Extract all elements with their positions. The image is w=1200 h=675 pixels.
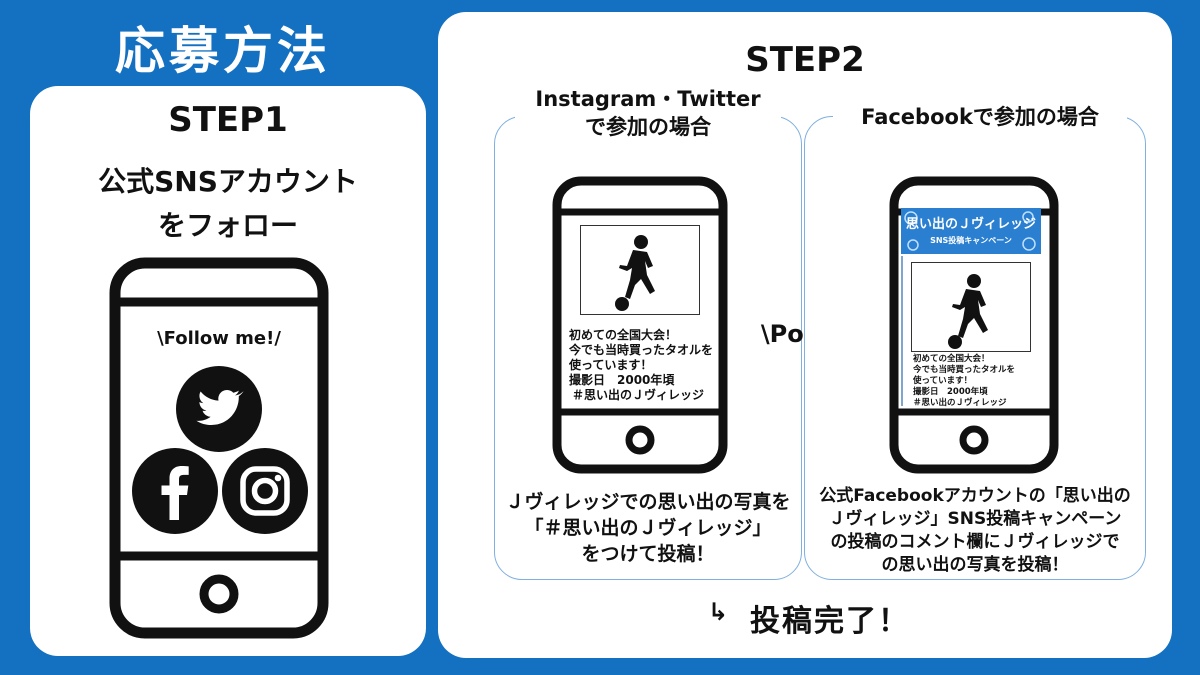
post-caption: 初めての全国大会！ 今でも当時買ったタオルを 使っています！ 撮影日 2000年… [569,328,714,402]
facebook-title: Facebookで参加の場合 [833,103,1127,131]
instagram-twitter-panel: Instagram・Twitter で参加の場合 初めての全国大会！ 今でも当時… [494,85,802,580]
done-text: 投稿完了！ [750,604,910,639]
follow-me-label: \Follow me!/ [157,328,281,349]
soccer-player-silhouette-small [948,274,988,349]
banner-subtitle: SNS投稿キャンペーン [930,236,1012,245]
soccer-player-silhouette [615,235,655,311]
step2-card: STEP2 Instagram・Twitter で参加の場合 初めての全国大会！… [438,12,1172,658]
step1-label: STEP1 [168,100,288,140]
banner-title: 思い出のＪヴィレッジ [905,217,1036,232]
page-title: 応募方法 [115,22,331,80]
comment-thread-line [901,256,903,406]
step1-text-line1: 公式SNSアカウント [98,165,358,198]
campaign-banner: 思い出のＪヴィレッジ SNS投稿キャンペーン [901,208,1041,254]
facebook-panel: Facebookで参加の場合 思い出のＪヴィレッジ SNS投稿キャンペーン [804,103,1146,580]
done-arrow: ↳ [708,598,729,626]
instagram-twitter-instructions: Ｊヴィレッジでの思い出の写真を 「＃思い出のＪヴィレッジ」 をつけて投稿！ [505,491,791,565]
instagram-icon[interactable] [222,448,308,534]
post-photo [580,225,700,315]
facebook-post-caption: 初めての全国大会！ 今でも当時買ったタオルを 使っています！ 撮影日 2000年… [913,354,1016,408]
step1-card: STEP1 公式SNSアカウント をフォロー \Follow me!/ [30,86,426,656]
instagram-twitter-title: Instagram・Twitter で参加の場合 [515,85,781,141]
facebook-post-photo [911,262,1031,352]
ball-pattern [904,211,1036,251]
facebook-instructions: 公式Facebookアカウントの「思い出の Ｊヴィレッジ」SNS投稿キャンペーン… [819,486,1131,575]
step1-text-line2: をフォロー [157,209,298,242]
phone-post-illustration [552,176,728,474]
step2-label: STEP2 [745,40,865,80]
facebook-icon[interactable] [132,448,218,534]
twitter-icon[interactable] [176,366,262,452]
